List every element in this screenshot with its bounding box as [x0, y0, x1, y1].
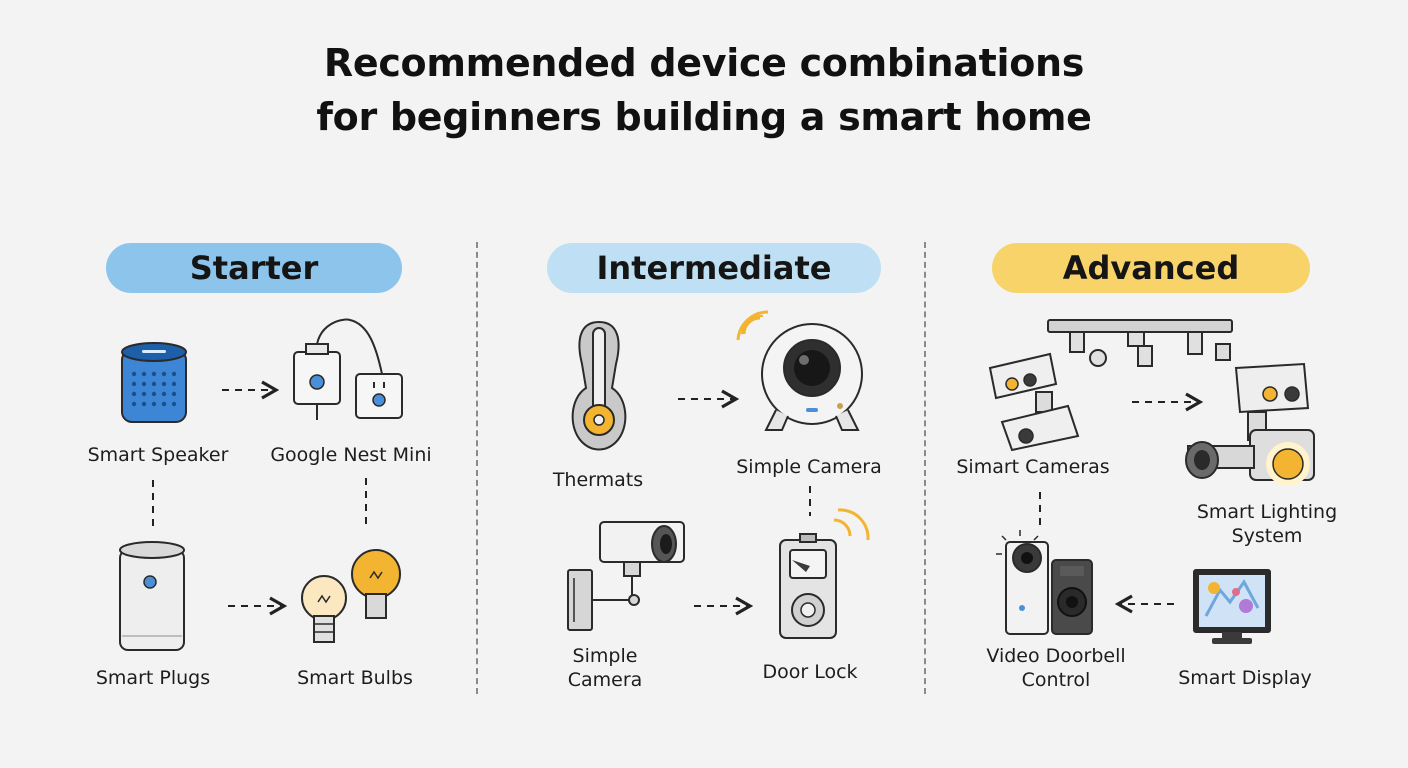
smart-speaker-icon — [121, 342, 187, 423]
door-lock-label: Door Lock — [762, 661, 858, 683]
simple-camera-bottom-label: Simple Camera — [550, 644, 660, 692]
air-purifier-icon — [119, 541, 185, 651]
simple-camera-top-label: Simple Camera — [736, 456, 882, 478]
camera-rail-icon — [988, 319, 1233, 452]
tier-intermediate-pill: Intermediate — [547, 243, 881, 293]
door-lock-icon — [779, 508, 870, 639]
light-bulbs-icon — [301, 549, 401, 643]
smart-plugs-label: Smart Plugs — [95, 667, 211, 689]
simple-camera-bottom-text: Simple Camera — [567, 645, 643, 691]
video-doorbell-label: Video Doorbell Control — [986, 645, 1126, 691]
thermats-label: Thermats — [552, 469, 644, 491]
smart-speaker-label: Smart Speaker — [87, 444, 229, 466]
tier-starter-pill: Starter — [106, 243, 402, 293]
smart-display-label: Smart Display — [1178, 667, 1312, 689]
smart-cameras-label: Simart Cameras — [956, 456, 1110, 478]
smart-bulbs-label: Smart Bulbs — [297, 667, 413, 689]
column-divider-1 — [476, 242, 478, 694]
tier-advanced-pill: Advanced — [992, 243, 1310, 293]
thermostat-icon — [571, 320, 627, 451]
page-title: Recommended device combinations for begi… — [0, 36, 1408, 144]
google-nest-mini-label: Google Nest Mini — [270, 444, 432, 466]
bullet-camera-icon — [567, 521, 685, 631]
video-doorbell-icon — [996, 530, 1093, 635]
column-divider-2 — [924, 242, 926, 694]
smart-lighting-label: Smart Lighting System — [1196, 501, 1338, 547]
smart-plug-pair-icon — [293, 318, 403, 420]
round-camera-icon — [736, 310, 863, 431]
title-line-2: for beginners building a smart home — [316, 95, 1092, 139]
lighting-camera-icon — [1185, 362, 1315, 486]
smart-display-icon — [1193, 569, 1271, 644]
title-line-1: Recommended device combinations — [323, 41, 1085, 85]
